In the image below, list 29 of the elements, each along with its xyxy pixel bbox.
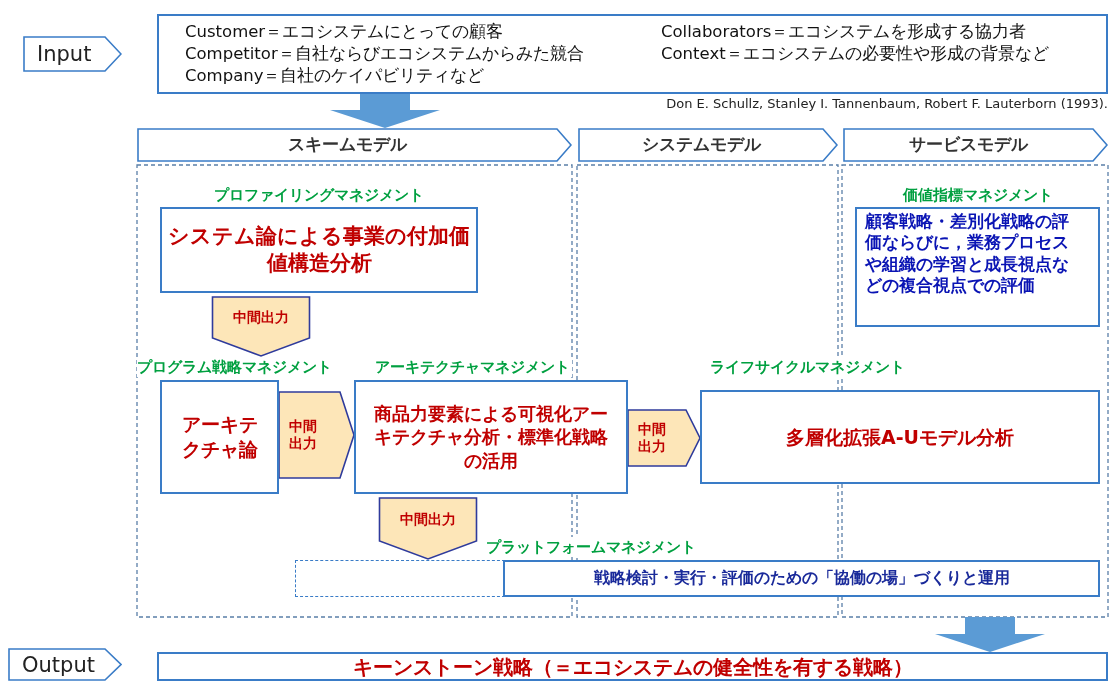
process-box: 戦略検討・実行・評価のための「協働の場」づくりと運用: [503, 560, 1100, 597]
edge-label: 中間出力: [288, 417, 318, 453]
process-box: 多層化拡張A-Uモデル分析: [700, 390, 1100, 484]
block-arrow: [935, 617, 1045, 652]
input-text: Company＝自社のケイパビリティなど: [185, 65, 485, 87]
chevron-arrow: [211, 296, 311, 357]
input-text: Customer＝エコシステムにとっての顧客: [185, 21, 504, 43]
input-tag: Input: [23, 36, 122, 72]
stage-header: サービスモデル: [843, 128, 1108, 162]
citation-text: Don E. Schullz, Stanley I. Tannenbaum, Robert F. Lauterborn (1993).: [666, 96, 1108, 111]
input-text: Context＝エコシステムの必要性や形成の背景など: [661, 43, 1049, 65]
output-box: キーンストーン戦略（＝エコシステムの健全性を有する戦略）: [157, 652, 1108, 681]
input-text: Collaborators＝エコシステムを形成する協力者: [661, 21, 1027, 43]
chevron-arrow: [627, 409, 701, 467]
edge-label: 中間出力: [232, 308, 290, 327]
heading: プラットフォームマネジメント: [486, 537, 691, 557]
process-box: アーキテクチャ論: [160, 380, 279, 494]
edge-label: 中間出力: [399, 510, 457, 529]
chevron-arrow: [378, 497, 478, 560]
input-text: Competitor＝自社ならびエコシステムからみた競合: [185, 43, 584, 65]
process-box: 顧客戦略・差別化戦略の評価ならびに，業務プロセスや組織の学習と成長視点などの複合視点での評価: [855, 207, 1100, 327]
process-box: システム論による事業の付加価値構造分析: [160, 207, 478, 293]
process-box: 商品力要素による可視化アーキテクチャ分析・標準化戦略の活用: [354, 380, 628, 494]
edge-label: 中間出力: [637, 420, 667, 456]
output-tag: Output: [8, 648, 122, 681]
stage-header: システムモデル: [578, 128, 838, 162]
stage-header: スキームモデル: [137, 128, 572, 162]
chevron-arrow: [278, 391, 355, 479]
block-arrow: [330, 94, 440, 128]
